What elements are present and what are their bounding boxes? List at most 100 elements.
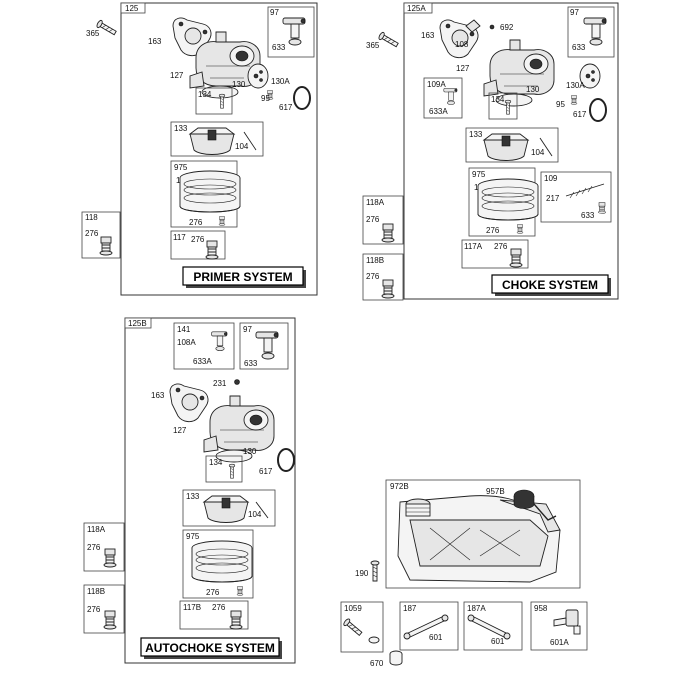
- label-117B-276: 276: [212, 603, 226, 612]
- label-130A: 130A: [271, 77, 290, 86]
- fuel-tank-box: 972B 957B: [385, 479, 581, 589]
- throttle-disk-icon: [247, 63, 269, 89]
- autochoke-title-text: AUTOCHOKE SYSTEM: [145, 641, 275, 655]
- label-118B-276: 276: [87, 605, 101, 614]
- label-127: 127: [170, 71, 184, 80]
- label-633: 633: [272, 43, 286, 52]
- box-118A-label: 118A: [366, 198, 385, 207]
- bowl-nut-icon: [236, 586, 244, 596]
- box-134-label: 134: [198, 90, 212, 99]
- label-617: 617: [279, 103, 293, 112]
- box-1059: 1059: [340, 601, 384, 653]
- needle-134-icon: [218, 93, 226, 109]
- label-118B-276: 276: [366, 272, 380, 281]
- primer-box-label: 125: [125, 4, 139, 13]
- fitting-109-icon: [598, 202, 606, 214]
- box-97-label: 97: [570, 8, 579, 17]
- label-957B: 957B: [486, 487, 505, 496]
- float-bowl-icon: [477, 178, 539, 221]
- label-670: 670: [370, 659, 384, 668]
- bushing-670-icon: [389, 650, 403, 666]
- label-95: 95: [556, 100, 565, 109]
- box-975-label: 975: [186, 532, 200, 541]
- label-617: 617: [573, 110, 587, 119]
- primer-bulb-icon: [583, 17, 607, 46]
- box-1059-label: 1059: [344, 604, 362, 613]
- pin-104-icon: [255, 501, 269, 519]
- label-118-276: 276: [85, 229, 99, 238]
- label-108: 108: [455, 40, 469, 49]
- label-130A: 130A: [566, 81, 585, 90]
- label-187-601: 601: [429, 633, 443, 642]
- box-187: 187 601: [399, 601, 459, 651]
- box-958: 958 601A: [530, 601, 588, 651]
- label-130: 130: [243, 447, 257, 456]
- box-141-label: 141: [177, 325, 191, 334]
- box-97-label: 97: [243, 325, 252, 334]
- label-127: 127: [173, 426, 187, 435]
- label-633: 633: [244, 359, 258, 368]
- primer-title-text: PRIMER SYSTEM: [193, 270, 292, 284]
- box-975-label: 975: [174, 163, 188, 172]
- needle-134-icon: [504, 99, 512, 115]
- box-958-label: 958: [534, 604, 548, 613]
- fuel-tank-icon: [397, 495, 561, 583]
- box-118A-autochoke: 118A 276: [83, 522, 125, 572]
- label-276: 276: [486, 226, 500, 235]
- needle-134-icon: [228, 463, 236, 479]
- float-bowl-icon: [179, 170, 241, 213]
- label-117A-276: 276: [494, 242, 508, 251]
- label-163: 163: [421, 31, 435, 40]
- oring-617-icon: [277, 448, 295, 472]
- label-365: 365: [86, 29, 100, 38]
- label-130: 130: [526, 85, 540, 94]
- autochoke-title: AUTOCHOKE SYSTEM: [140, 637, 282, 659]
- fitting-118-icon: [99, 236, 113, 256]
- box-117A-label: 117A: [464, 242, 483, 251]
- label-633: 633: [572, 43, 586, 52]
- label-365: 365: [366, 41, 380, 50]
- box-975-label: 975: [472, 170, 486, 179]
- fitting-117-icon: [205, 240, 219, 260]
- box-118A-label: 118A: [87, 525, 106, 534]
- label-276: 276: [206, 588, 220, 597]
- fitting-117A-icon: [509, 248, 523, 268]
- autochoke-lever-icon: [211, 331, 228, 352]
- label-104: 104: [531, 148, 545, 157]
- box-133-label: 133: [469, 130, 483, 139]
- label-633A: 633A: [193, 357, 212, 366]
- box-118A-choke: 118A 276: [362, 195, 404, 245]
- box-118B-choke: 118B 276: [362, 253, 404, 301]
- label-127: 127: [456, 64, 470, 73]
- primer-bulb-icon: [282, 17, 306, 46]
- choke-title-text: CHOKE SYSTEM: [502, 278, 598, 292]
- box-187A-label: 187A: [467, 604, 486, 613]
- carburetor-icon: [203, 395, 275, 463]
- oring-617-icon: [589, 98, 607, 122]
- screw-692-icon: [489, 24, 495, 30]
- fuel-fitting-190: 190: [355, 560, 380, 582]
- bowl-nut-icon: [516, 224, 524, 234]
- label-187A-601: 601: [491, 637, 505, 646]
- label-109-633: 633: [581, 211, 595, 220]
- box-118-label: 118: [85, 213, 98, 222]
- bowl-nut-icon: [218, 216, 226, 226]
- label-118A-276: 276: [87, 543, 101, 552]
- pin-104-icon: [243, 131, 257, 151]
- box-117B-label: 117B: [183, 603, 201, 612]
- fitting-118A-icon: [381, 223, 395, 243]
- spring-95-icon: [570, 95, 578, 105]
- label-692: 692: [500, 23, 514, 32]
- fitting-118A-icon: [103, 548, 117, 568]
- fitting-118B-icon: [381, 279, 395, 299]
- spring-coils-icon: [569, 185, 593, 199]
- label-601A: 601A: [550, 638, 569, 647]
- label-163: 163: [151, 391, 165, 400]
- oring-617-icon: [293, 86, 311, 110]
- label-217: 217: [546, 194, 560, 203]
- box-187-label: 187: [403, 604, 417, 613]
- choke-title: CHOKE SYSTEM: [491, 274, 611, 296]
- label-108A: 108A: [177, 338, 196, 347]
- lever-109A-icon: [443, 88, 458, 105]
